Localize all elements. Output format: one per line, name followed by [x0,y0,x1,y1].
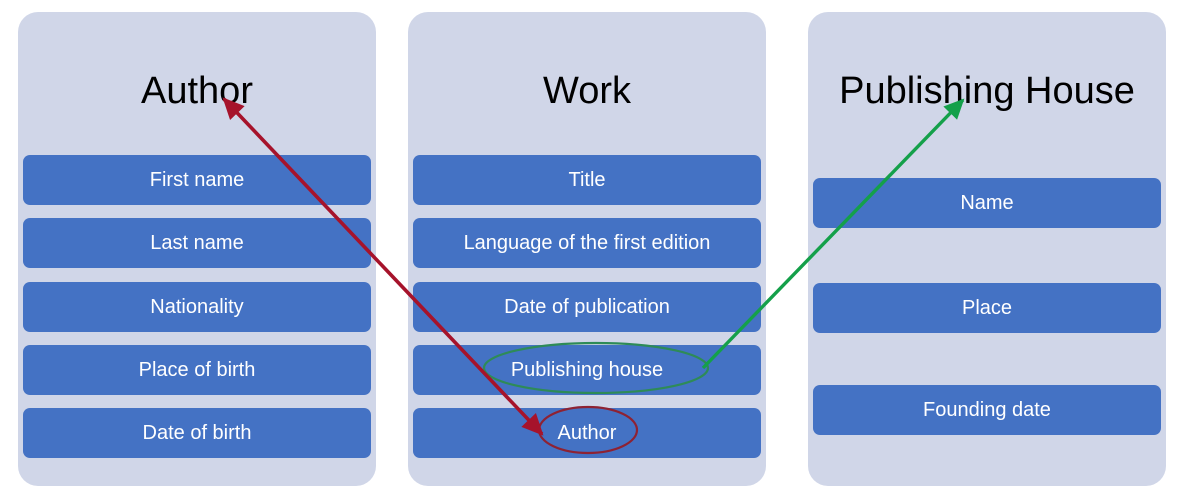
entity-field-publishing-house-place[interactable]: Place [813,283,1161,333]
entity-title-author: Author [141,70,253,112]
entity-card-work[interactable]: Work Title Language of the first edition… [408,12,766,486]
entity-title-publishing-house: Publishing House [839,70,1135,112]
entity-field-work-language[interactable]: Language of the first edition [413,218,761,268]
entity-field-work-publishing-house[interactable]: Publishing house [413,345,761,395]
entity-card-author[interactable]: Author First name Last name Nationality … [18,12,376,486]
entity-field-author-place-of-birth[interactable]: Place of birth [23,345,371,395]
entity-field-work-author[interactable]: Author [413,408,761,458]
entity-field-publishing-house-founding-date[interactable]: Founding date [813,385,1161,435]
entity-field-author-nationality[interactable]: Nationality [23,282,371,332]
entity-card-publishing-house[interactable]: Publishing House Name Place Founding dat… [808,12,1166,486]
entity-title-work: Work [543,70,631,112]
entity-field-author-first-name[interactable]: First name [23,155,371,205]
entity-field-publishing-house-name[interactable]: Name [813,178,1161,228]
entity-field-work-date-of-publication[interactable]: Date of publication [413,282,761,332]
entity-field-author-last-name[interactable]: Last name [23,218,371,268]
entity-field-work-title[interactable]: Title [413,155,761,205]
entity-field-author-date-of-birth[interactable]: Date of birth [23,408,371,458]
